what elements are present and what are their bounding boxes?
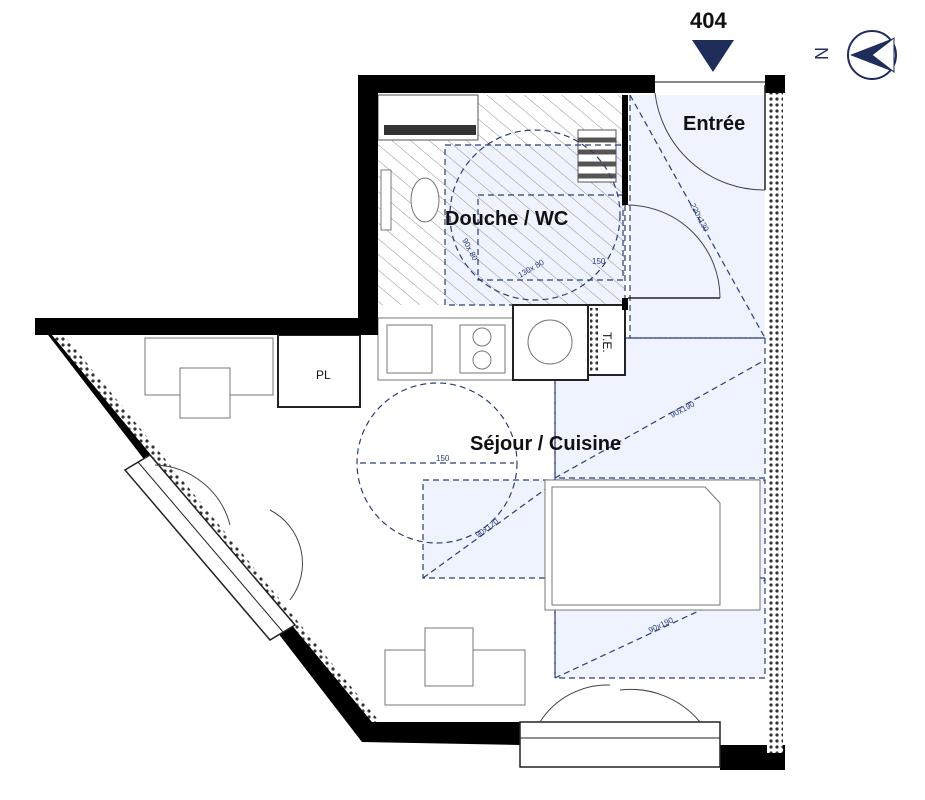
bathroom-door[interactable]	[627, 204, 721, 299]
washbasin-icon	[527, 319, 573, 365]
placard-label: PL	[316, 368, 331, 382]
window-diagonal[interactable]	[123, 454, 303, 641]
furniture	[144, 337, 761, 706]
north-arrow-icon	[847, 30, 897, 80]
placard-closet[interactable]	[277, 334, 361, 408]
entrance-marker-icon	[692, 40, 734, 72]
room-label-entree: Entrée	[683, 113, 745, 135]
east-wall-insulation	[767, 93, 783, 753]
bed-sheet	[551, 486, 721, 606]
room-label-sejour-cuisine: Séjour / Cuisine	[470, 433, 621, 455]
turning-circle-dim: 150	[436, 454, 450, 463]
bathroom-left-wall	[358, 75, 378, 335]
top-wall	[358, 75, 655, 93]
sink-icon	[386, 324, 433, 374]
bathroom-right-wall	[622, 95, 628, 205]
room-label-douche-wc: Douche / WC	[445, 208, 568, 230]
compass-north-label: N	[811, 47, 831, 60]
toilet-tank	[380, 169, 392, 231]
chair	[179, 367, 231, 419]
diagonal-wall-insulation	[52, 335, 380, 722]
dining-chair	[424, 627, 474, 687]
north-wall	[35, 318, 378, 335]
entrance-door[interactable]	[654, 81, 766, 191]
unit-number: 404	[690, 8, 727, 33]
towel-radiator-icon	[577, 129, 617, 183]
kitchen-counter	[377, 304, 626, 381]
toilet-icon	[410, 177, 440, 223]
electrical-panel-label: T.E.	[600, 332, 614, 353]
shower-circle-dim: 150	[592, 257, 606, 266]
window-south[interactable]	[519, 684, 721, 768]
shelf-edge	[384, 125, 476, 135]
south-wall	[362, 722, 520, 745]
